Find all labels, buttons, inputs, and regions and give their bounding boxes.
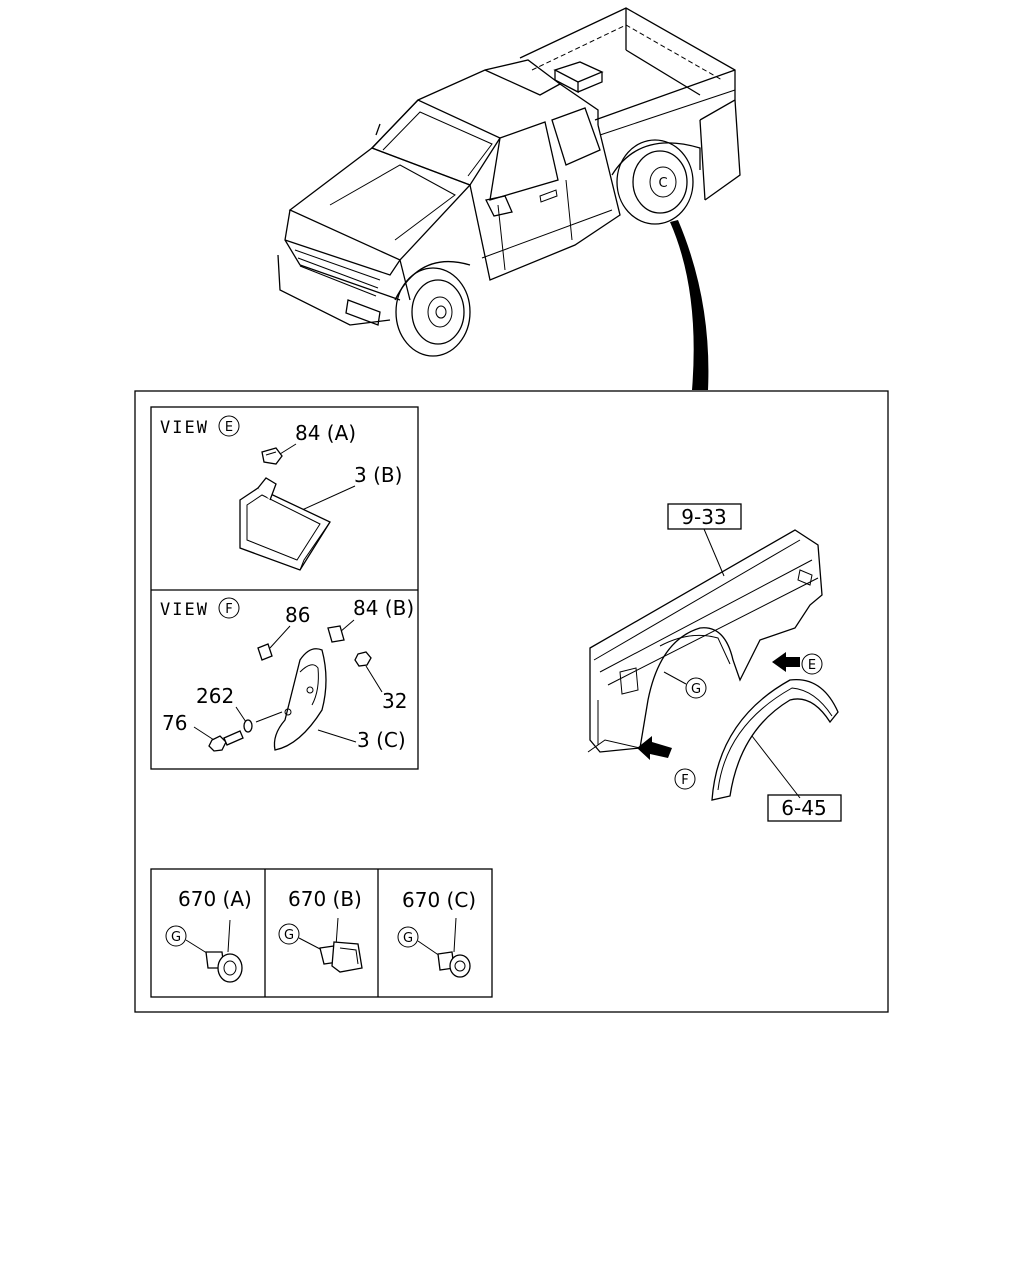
label-6-45: 6-45 <box>781 796 826 820</box>
g-marker-670a: G <box>171 930 181 945</box>
fender-g-marker: G <box>691 682 701 697</box>
clip-84a <box>261 447 283 465</box>
view-e-circle <box>218 415 240 437</box>
grommet-670b: 670 (B) G <box>278 887 363 973</box>
view-e-marker: E <box>225 420 233 435</box>
grommet-670a: 670 (A) G <box>165 887 252 983</box>
view-box <box>150 406 419 770</box>
washer-262 <box>243 719 253 733</box>
rear-wheel: C <box>611 139 701 225</box>
nut-32 <box>354 651 372 667</box>
view-f-prefix: VIEW <box>160 600 209 620</box>
view-f-panel: VIEW F 86 84 (B) 32 3 (C) 262 76 <box>160 596 414 752</box>
view-leader-arrow <box>670 220 709 390</box>
ref-box-645 <box>767 794 842 822</box>
clip-86 <box>257 643 273 661</box>
g-marker-670b: G <box>284 928 294 943</box>
label-3b: 3 (B) <box>354 463 402 487</box>
label-84b: 84 (B) <box>353 596 414 620</box>
arrow-e <box>772 652 800 672</box>
arrow-e-circle <box>801 653 823 675</box>
g-marker-670c: G <box>403 931 413 946</box>
label-9-33: 9-33 <box>681 505 726 529</box>
label-670b: 670 (B) <box>288 887 362 911</box>
rear-fender-assembly: 9-33 G E F 6-45 <box>587 503 842 822</box>
view-e-panel: VIEW E 84 (A) 3 (B) <box>160 415 402 571</box>
arrow-f-marker: F <box>681 773 688 788</box>
detail-frame <box>134 390 889 1013</box>
wheel-flare-6-45 <box>711 678 839 801</box>
mudflap-3c <box>273 648 327 751</box>
label-670a: 670 (A) <box>178 887 252 911</box>
label-670c: 670 (C) <box>402 888 476 912</box>
view-f-marker: F <box>225 602 232 617</box>
clip-84b <box>327 625 345 643</box>
label-84a: 84 (A) <box>295 421 356 445</box>
label-262: 262 <box>196 684 234 708</box>
bolt-76 <box>208 730 244 752</box>
truck-illustration: C <box>277 7 741 390</box>
label-76: 76 <box>162 711 187 735</box>
arrow-f <box>637 736 672 760</box>
grommet-670c: 670 (C) G <box>397 888 476 978</box>
wheel-marker: C <box>658 176 667 191</box>
arrow-e-marker: E <box>808 658 816 673</box>
arrow-f-circle <box>674 768 696 790</box>
view-f-circle <box>218 597 240 619</box>
label-86: 86 <box>285 603 310 627</box>
view-e-prefix: VIEW <box>160 418 209 438</box>
label-3c: 3 (C) <box>357 728 406 752</box>
front-wheel <box>394 260 471 357</box>
mudflap-3b <box>239 477 331 571</box>
grommet-box <box>150 868 493 998</box>
fender-g-circle <box>685 677 707 699</box>
label-32: 32 <box>382 689 407 713</box>
